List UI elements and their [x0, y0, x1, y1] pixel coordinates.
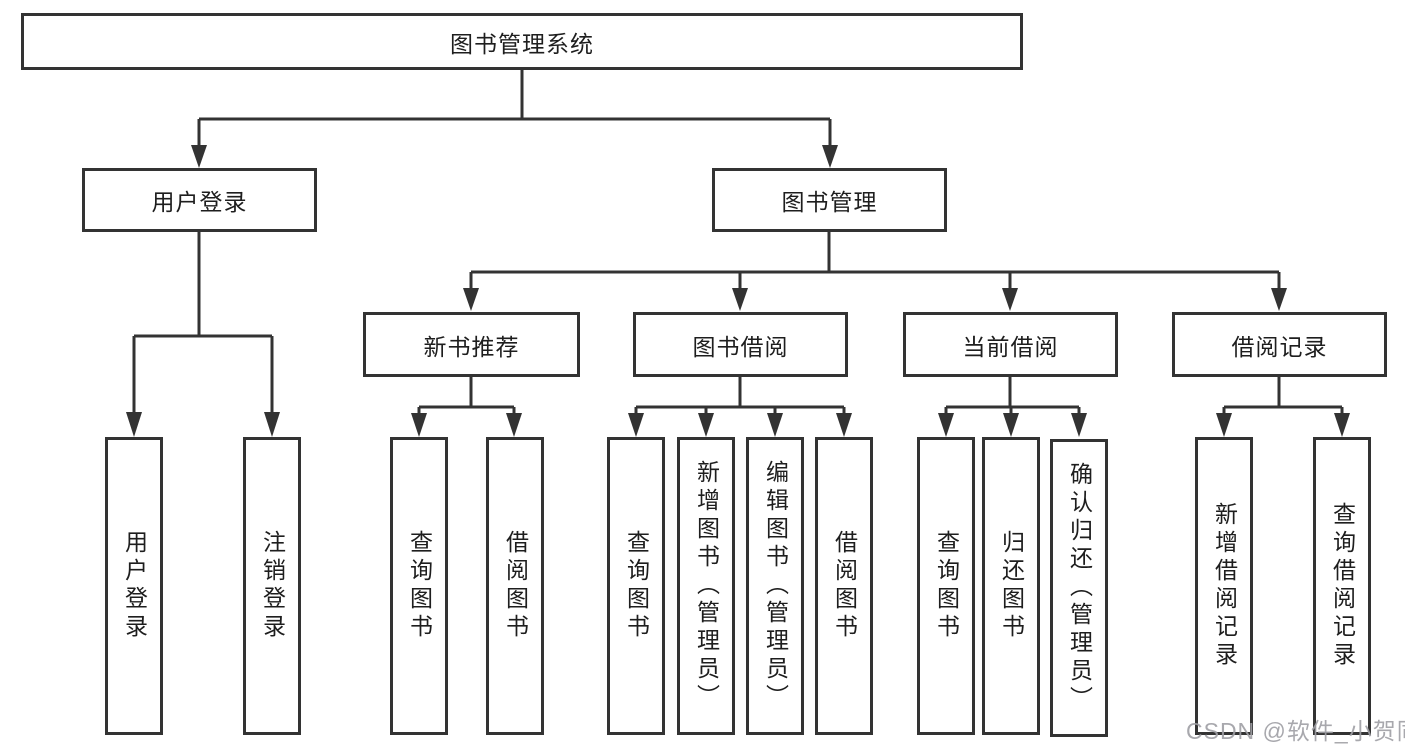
leaf-borrow-books-borrowing-label: 借阅图书 — [831, 530, 858, 642]
connector-root-to-level2 — [191, 70, 838, 168]
leaf-edit-book-admin: 编辑图书（管理员） — [746, 437, 804, 735]
node-library-management-system: 图书管理系统 — [21, 13, 1023, 70]
connector-bookmgmt-to-level3 — [463, 232, 1287, 311]
leaf-confirm-return-admin-label: 确认归还（管理员） — [1066, 462, 1093, 714]
leaf-user-login: 用户登录 — [105, 437, 163, 735]
node-book-borrowing: 图书借阅 — [633, 312, 848, 377]
leaf-add-book-admin: 新增图书（管理员） — [677, 437, 735, 735]
node-current-borrowing: 当前借阅 — [903, 312, 1118, 377]
leaf-query-books-current-label: 查询图书 — [933, 530, 960, 642]
leaf-query-borrow-record-label: 查询借阅记录 — [1329, 502, 1356, 670]
leaf-add-borrow-record-label: 新增借阅记录 — [1211, 502, 1238, 670]
connector-borrowing-to-leaves — [628, 377, 852, 437]
leaf-confirm-return-admin: 确认归还（管理员） — [1050, 439, 1108, 737]
leaf-borrow-books-borrowing: 借阅图书 — [815, 437, 873, 735]
leaf-borrow-books-recommend-label: 借阅图书 — [502, 530, 529, 642]
leaf-edit-book-admin-label: 编辑图书（管理员） — [762, 460, 789, 712]
csdn-watermark: CSDN @软件_小贺同学 — [1186, 718, 1405, 744]
leaf-query-borrow-record: 查询借阅记录 — [1313, 437, 1371, 735]
leaf-query-books-recommend-label: 查询图书 — [406, 530, 433, 642]
leaf-add-borrow-record: 新增借阅记录 — [1195, 437, 1253, 735]
leaf-query-books-borrowing: 查询图书 — [607, 437, 665, 735]
connector-userlogin-to-leaves — [126, 232, 280, 437]
node-user-login: 用户登录 — [82, 168, 317, 232]
leaf-user-login-label: 用户登录 — [121, 530, 148, 642]
leaf-return-books-label: 归还图书 — [998, 530, 1025, 642]
leaf-query-books-borrowing-label: 查询图书 — [623, 530, 650, 642]
connector-newbook-to-leaves — [411, 377, 522, 437]
connector-current-to-leaves — [938, 377, 1087, 437]
leaf-add-book-admin-label: 新增图书（管理员） — [693, 460, 720, 712]
node-borrowing-records: 借阅记录 — [1172, 312, 1387, 377]
node-book-management: 图书管理 — [712, 168, 947, 232]
leaf-logout-label: 注销登录 — [259, 530, 286, 642]
connector-records-to-leaves — [1216, 377, 1350, 437]
leaf-return-books: 归还图书 — [982, 437, 1040, 735]
leaf-query-books-recommend: 查询图书 — [390, 437, 448, 735]
node-new-book-recommendation: 新书推荐 — [363, 312, 580, 377]
leaf-borrow-books-recommend: 借阅图书 — [486, 437, 544, 735]
leaf-query-books-current: 查询图书 — [917, 437, 975, 735]
leaf-logout: 注销登录 — [243, 437, 301, 735]
